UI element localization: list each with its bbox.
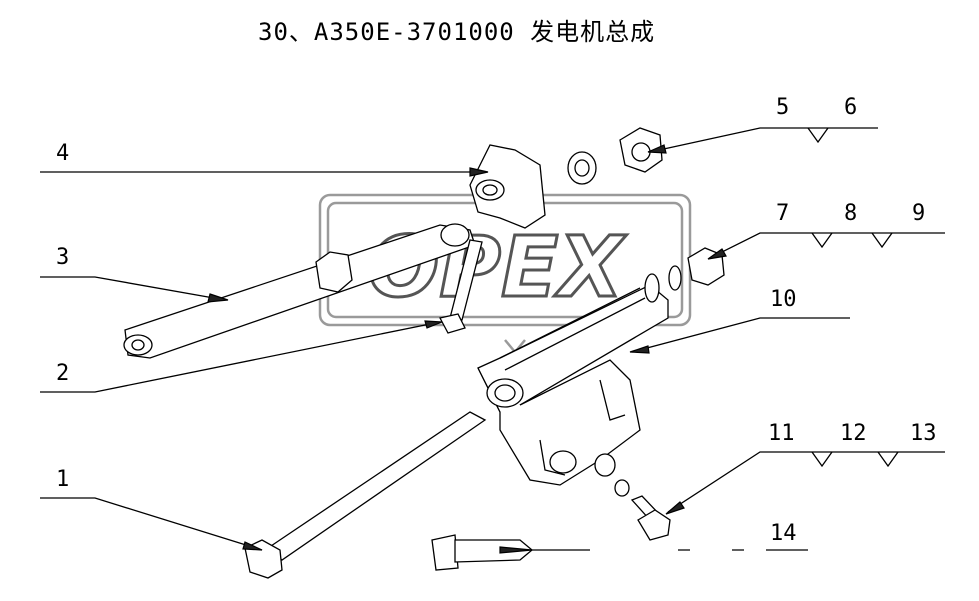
callout-2: 2 [56,361,69,386]
callout-6: 6 [844,95,857,120]
callout-11: 11 [768,421,795,446]
leader-lines [40,127,945,551]
arm-nut [315,251,353,293]
block-part-4 [469,144,546,229]
bolt-part-2 [439,239,483,334]
callout-3: 3 [56,245,69,270]
callout-10: 10 [770,287,797,312]
nut-part-6 [619,127,663,173]
callout-13: 13 [910,421,937,446]
callout-7: 7 [776,201,789,226]
callout-9: 9 [912,201,925,226]
diagram-title: 30、A350E-3701000 发电机总成 [258,18,656,46]
callout-14: 14 [770,521,797,546]
bolt-part-14 [431,534,590,571]
callout-5: 5 [776,95,789,120]
callout-4: 4 [56,141,69,166]
callout-1: 1 [56,467,69,492]
washer-part-7 [644,273,660,303]
bracket-part-10 [477,284,669,486]
washer-part-5 [567,151,597,185]
washer-part-8 [668,265,682,291]
callout-12: 12 [840,421,867,446]
callout-8: 8 [844,201,857,226]
fastener-part-11-13 [549,450,671,541]
